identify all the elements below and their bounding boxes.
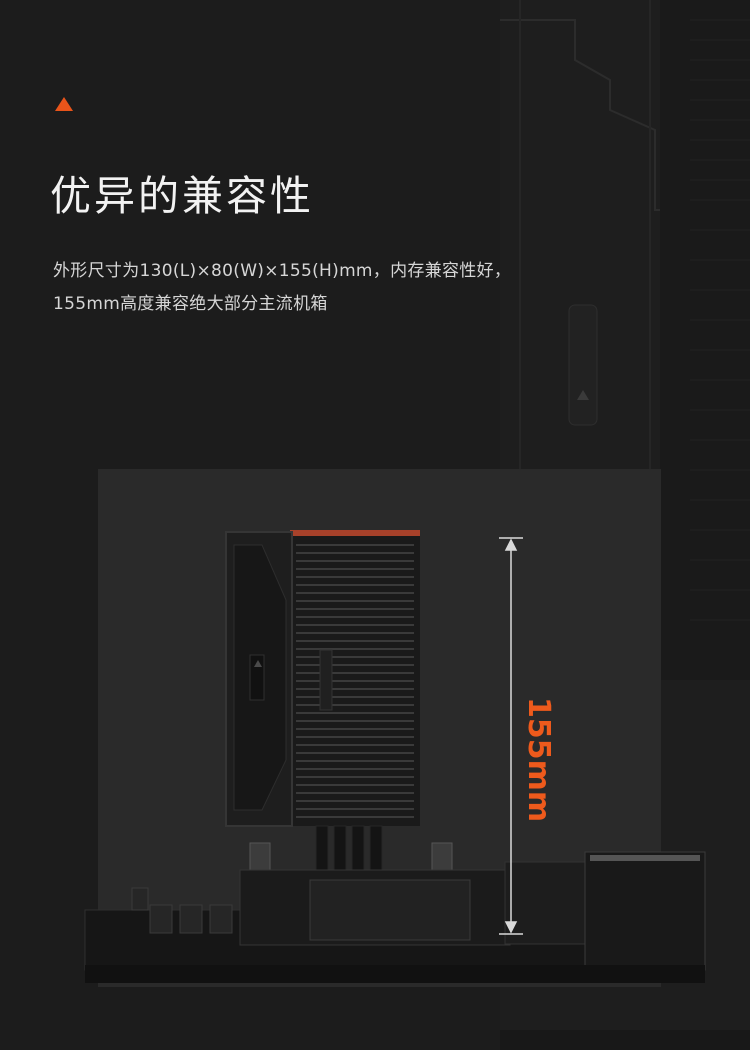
section-title: 优异的兼容性: [50, 172, 314, 220]
height-dimension-label: 155mm: [521, 697, 556, 823]
triangle-icon: [55, 97, 73, 111]
section-description: 外形尺寸为130(L)×80(W)×155(H)mm，内存兼容性好，155mm高…: [53, 261, 512, 314]
